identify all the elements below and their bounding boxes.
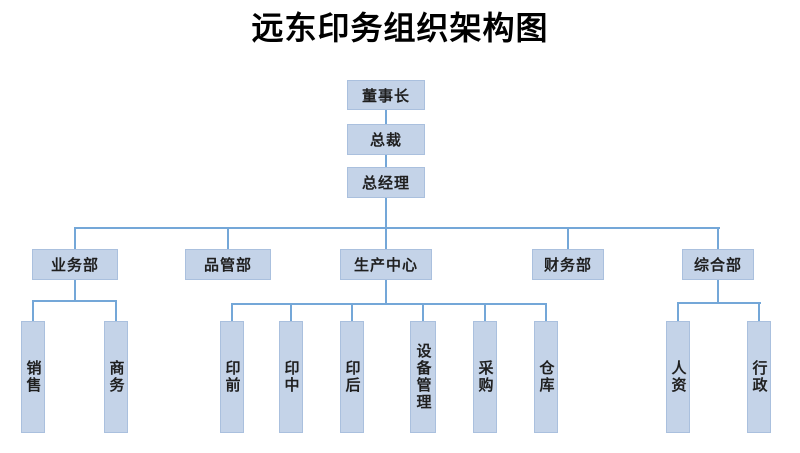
org-node-label: 总经理	[361, 174, 410, 192]
connector-drop-finance	[567, 228, 569, 249]
org-node-equipment-management: 设备管理	[410, 321, 436, 433]
connector-drop-quality	[227, 228, 229, 249]
connector-drop-warehouse	[545, 304, 547, 321]
connector-gm-down	[385, 198, 387, 249]
org-node-label: 业务部	[50, 256, 99, 274]
org-node-label: 财务部	[543, 256, 592, 274]
org-node-inpress: 印中	[279, 321, 303, 433]
connector-drop-postpress	[351, 304, 353, 321]
connector-drop-hr	[677, 303, 679, 321]
org-node-label: 人资	[669, 360, 688, 394]
connector-drop-sales	[32, 301, 34, 321]
org-node-sales: 销售	[21, 321, 45, 433]
connector-business-down	[74, 280, 76, 301]
connector-production-rail	[231, 303, 547, 305]
org-node-label: 董事长	[361, 86, 410, 105]
connector-drop-procurement	[484, 304, 486, 321]
org-node-chairman: 董事长	[347, 80, 425, 110]
org-node-label: 印中	[282, 360, 301, 394]
org-node-label: 销售	[24, 360, 43, 394]
org-node-warehouse: 仓库	[534, 321, 558, 433]
org-node-label: 印前	[223, 360, 242, 394]
connector-departments-rail	[74, 227, 720, 229]
org-node-label: 生产中心	[353, 256, 418, 274]
connector-president-gm	[385, 155, 387, 167]
connector-drop-inpress	[290, 304, 292, 321]
connector-drop-equipment	[422, 304, 424, 321]
chart-title: 远东印务组织架构图	[251, 9, 549, 47]
org-node-label: 品管部	[203, 256, 252, 274]
org-node-postpress: 印后	[340, 321, 364, 433]
org-node-hr: 人资	[666, 321, 690, 433]
org-node-dept-finance: 财务部	[532, 249, 604, 280]
connector-business-rail	[32, 300, 117, 302]
org-node-label: 行政	[750, 360, 769, 394]
connector-general-rail	[677, 302, 761, 304]
org-node-label: 综合部	[693, 256, 742, 274]
org-node-president: 总裁	[347, 124, 425, 155]
org-node-dept-business: 业务部	[32, 249, 118, 280]
connector-production-down	[385, 280, 387, 304]
org-node-label: 设备管理	[414, 343, 433, 411]
org-node-procurement: 采购	[473, 321, 497, 433]
org-node-dept-quality: 品管部	[185, 249, 271, 280]
connector-drop-prepress	[231, 304, 233, 321]
org-node-admin: 行政	[747, 321, 771, 433]
org-node-label: 印后	[343, 360, 362, 394]
org-node-label: 仓库	[537, 360, 556, 394]
connector-drop-commerce	[115, 301, 117, 321]
connector-drop-general	[717, 228, 719, 249]
org-node-dept-general: 综合部	[682, 249, 754, 280]
connector-chairman-president	[385, 110, 387, 124]
connector-drop-admin	[758, 303, 760, 321]
org-node-label: 总裁	[369, 131, 402, 149]
org-node-commerce: 商务	[104, 321, 128, 433]
org-node-prepress: 印前	[220, 321, 244, 433]
org-node-dept-production: 生产中心	[340, 249, 432, 280]
connector-general-down	[717, 280, 719, 303]
org-node-general-manager: 总经理	[347, 167, 425, 198]
connector-drop-business	[74, 228, 76, 249]
org-node-label: 采购	[476, 360, 495, 394]
org-node-label: 商务	[107, 360, 126, 394]
